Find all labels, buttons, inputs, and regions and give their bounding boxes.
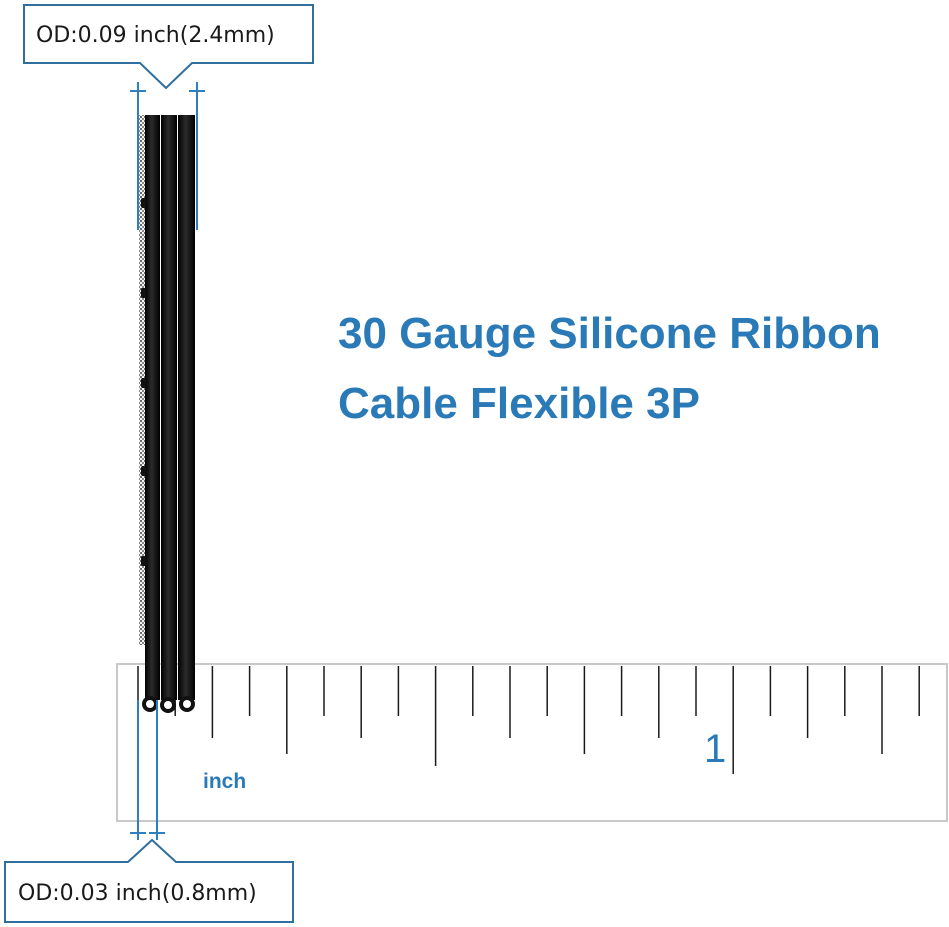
cable-wire-left — [145, 115, 160, 700]
cable-end-middle-core — [164, 701, 172, 709]
cable-mark — [141, 378, 146, 388]
cable-wire-middle — [161, 115, 177, 700]
callout-top-label: OD:0.09 inch(2.4mm) — [36, 23, 275, 48]
ruler-major-label: 1 — [704, 727, 726, 771]
cable-end-left-core — [146, 700, 154, 708]
ruler-body — [116, 663, 948, 822]
cable-wire-right — [178, 115, 195, 700]
headline: 30 Gauge Silicone Ribbon Cable Flexible … — [338, 309, 881, 428]
callout-top: OD:0.09 inch(2.4mm) — [23, 4, 314, 90]
cable-mark — [141, 198, 146, 208]
cable-mark — [141, 466, 146, 476]
headline-line-1: 30 Gauge Silicone Ribbon — [338, 309, 881, 358]
callout-bottom-label: OD:0.03 inch(0.8mm) — [18, 881, 257, 906]
cable-ends — [142, 696, 195, 713]
callout-bottom-box — [4, 838, 294, 923]
cable-marks — [141, 198, 146, 566]
ribbon-cable — [139, 115, 195, 713]
cable-mark — [141, 288, 146, 298]
cable-mark — [141, 556, 146, 566]
bottom-dimension-markers — [130, 700, 165, 840]
cable-end-right-core — [183, 700, 191, 708]
headline-line-2: Cable Flexible 3P — [338, 379, 700, 428]
top-dimension-markers — [130, 82, 205, 230]
ruler-unit-label: inch — [203, 770, 246, 793]
ruler-ticks — [137, 666, 920, 774]
callout-bottom: OD:0.03 inch(0.8mm) — [4, 838, 294, 923]
ruler: 1 inch — [116, 663, 948, 822]
callout-top-box — [23, 4, 314, 90]
